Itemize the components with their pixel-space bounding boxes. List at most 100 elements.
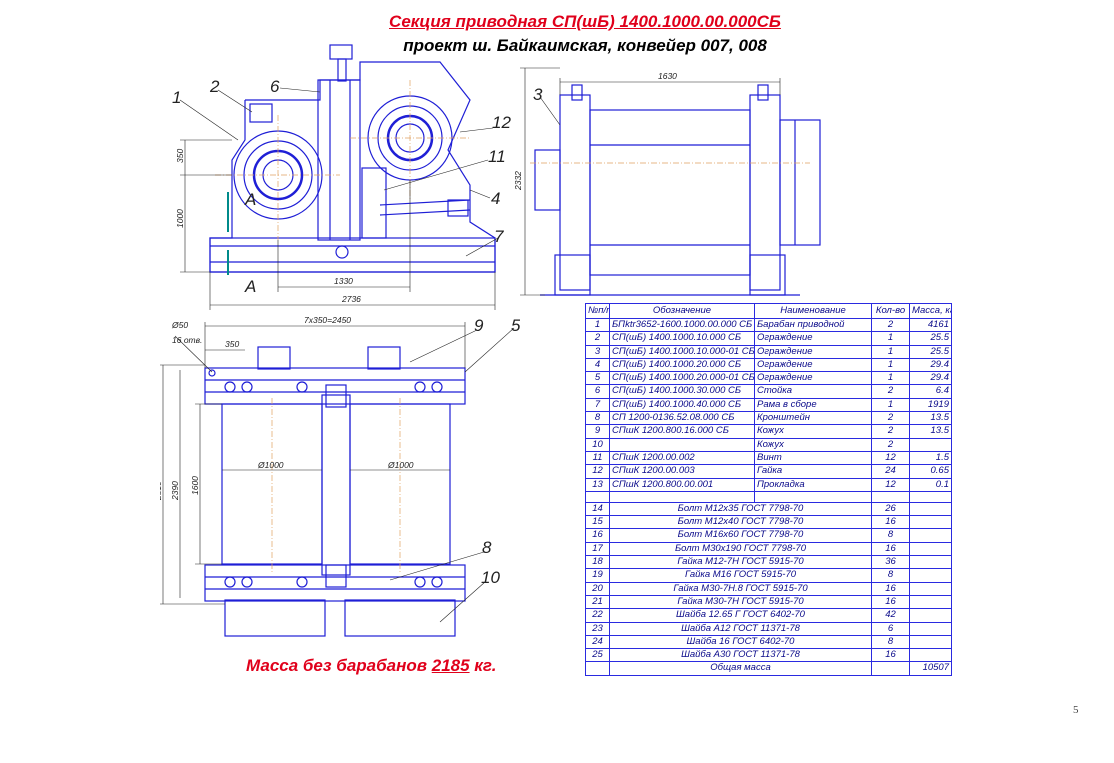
table-cell: СП 1200-0136.52.08.000 СБ xyxy=(609,411,755,426)
table-cell xyxy=(585,661,610,676)
table-cell xyxy=(909,515,952,530)
table-cell: Шайба 16 ГОСТ 6402-70 xyxy=(609,634,872,650)
table-cell: Болт М30х190 ГОСТ 7798-70 xyxy=(609,541,872,557)
section-mark-top: А xyxy=(244,190,256,209)
table-cell: СПшК 1200.00.003 xyxy=(609,464,755,479)
callout-4: 4 xyxy=(491,189,500,208)
table-cell: 25.5 xyxy=(909,331,952,346)
table-cell: 16 xyxy=(585,528,610,543)
side-view: 350 1000 1330 2736 1 2 6 12 11 4 7 А А xyxy=(172,44,511,310)
table-cell: 13 xyxy=(585,477,610,492)
table-cell: Ограждение xyxy=(754,344,872,359)
table-cell: Кожух xyxy=(754,437,872,452)
callout-7: 7 xyxy=(494,227,504,246)
dim-hole-diameter: Ø50 xyxy=(171,320,188,330)
post xyxy=(317,79,361,241)
section-mark-bottom: А xyxy=(244,277,256,296)
callout-6: 6 xyxy=(270,77,280,96)
table-cell: Прокладка xyxy=(754,477,872,492)
table-cell: СП(шБ) 1400.1000.20.000 СБ xyxy=(609,357,755,373)
table-cell: 21 xyxy=(585,594,610,610)
table-cell: 10 xyxy=(585,437,610,452)
table-cell xyxy=(909,501,952,517)
dim-1000: 1000 xyxy=(175,209,185,228)
table-cell xyxy=(909,648,952,663)
dim-drum-right: Ø1000 xyxy=(387,460,414,470)
header-cell: Масса, кг xyxy=(909,303,952,319)
table-cell: 25 xyxy=(585,648,610,663)
table-cell: 42 xyxy=(871,608,910,623)
table-cell: СП(шБ) 1400.1000.30.000 СБ xyxy=(609,384,755,399)
table-cell: 2 xyxy=(871,411,910,426)
dim-hole-count: 16 отв. xyxy=(172,335,202,345)
dim-hole-pitch: 7х350=2450 xyxy=(304,315,351,325)
table-cell: 16 xyxy=(871,581,910,596)
table-cell: 9 xyxy=(585,424,610,439)
table-cell: 0.65 xyxy=(909,464,952,479)
table-cell: Болт М12х35 ГОСТ 7798-70 xyxy=(609,501,872,517)
table-cell: Кожух xyxy=(754,424,872,439)
table-cell: 0.1 xyxy=(909,477,952,492)
frame-rail-bottom xyxy=(204,564,466,602)
table-cell: 1919 xyxy=(909,397,952,413)
total-value: 10507 xyxy=(909,661,952,676)
table-cell: СП(шБ) 1400.1000.10.000-01 СБ xyxy=(609,344,755,359)
table-cell: Болт М12х40 ГОСТ 7798-70 xyxy=(609,515,872,530)
table-cell: 8 xyxy=(871,528,910,543)
table-cell: СП(шБ) 1400.1000.20.000-01 СБ xyxy=(609,371,755,386)
frame-base xyxy=(209,237,496,273)
table-cell xyxy=(871,490,910,503)
table-cell: 6 xyxy=(871,621,910,636)
table-cell xyxy=(909,528,952,543)
table-cell xyxy=(871,661,910,676)
table-cell xyxy=(909,608,952,623)
mass-prefix: Масса без барабанов xyxy=(246,656,432,675)
table-cell: Болт М16х60 ГОСТ 7798-70 xyxy=(609,528,872,543)
table-cell: 12 xyxy=(585,464,610,479)
front-view: 1630 2332 3 xyxy=(513,67,821,296)
table-cell: СП(шБ) 1400.1000.40.000 СБ xyxy=(609,397,755,413)
dim-1630: 1630 xyxy=(658,71,677,81)
table-cell: 16 xyxy=(871,594,910,610)
table-cell: 4 xyxy=(585,357,610,373)
table-cell: 1 xyxy=(871,371,910,386)
mass-value: 2185 xyxy=(431,656,470,675)
table-cell xyxy=(754,490,872,503)
table-cell: 22 xyxy=(585,608,610,623)
table-cell: Рама в сборе xyxy=(754,397,872,413)
drawing-title: Секция приводная СП(шБ) 1400.1000.00.000… xyxy=(389,12,781,31)
table-cell: Кронштейн xyxy=(754,411,872,426)
table-cell xyxy=(909,581,952,596)
table-cell: 8 xyxy=(871,634,910,650)
table-cell: 2 xyxy=(871,317,910,333)
table-cell: 4161 xyxy=(909,317,952,333)
table-row xyxy=(585,490,952,503)
table-cell: 18 xyxy=(585,555,610,570)
dim-1330: 1330 xyxy=(334,276,353,286)
table-cell: Гайка xyxy=(754,464,872,479)
mass-suffix: кг. xyxy=(469,656,497,675)
drawing-subtitle: проект ш. Байкаимская, конвейер 007, 008 xyxy=(403,36,767,55)
table-cell xyxy=(909,555,952,570)
table-cell: 1 xyxy=(871,397,910,413)
table-cell: 16 xyxy=(871,515,910,530)
header-cell: Кол-во xyxy=(871,303,910,319)
total-label: Общая масса xyxy=(609,661,872,676)
top-view: Ø50 16 отв. 7х350=2450 350 2510 2390 160… xyxy=(160,315,520,637)
table-cell: Гайка М12-7Н ГОСТ 5915-70 xyxy=(609,555,872,570)
callout-12: 12 xyxy=(492,113,511,132)
table-cell: 36 xyxy=(871,555,910,570)
table-cell: 23 xyxy=(585,621,610,636)
table-cell: 24 xyxy=(871,464,910,479)
table-cell: Шайба А30 ГОСТ 11371-78 xyxy=(609,648,872,663)
